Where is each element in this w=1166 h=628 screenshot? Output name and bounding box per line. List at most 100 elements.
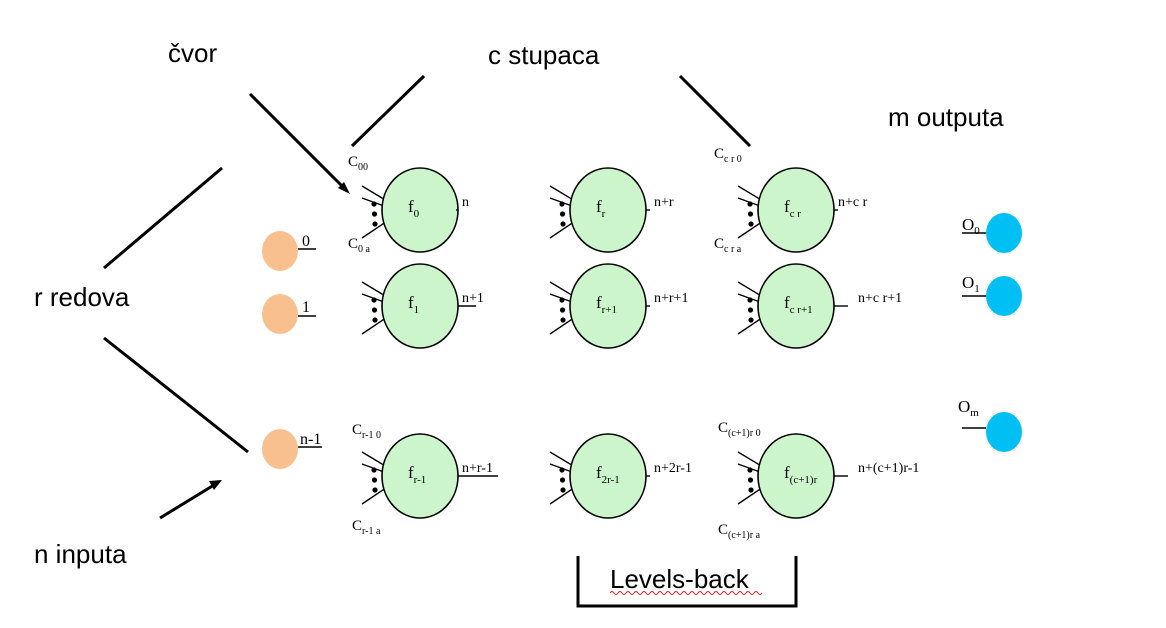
node-function-label: f1 (408, 293, 419, 316)
ellipsis-dot (371, 307, 378, 313)
output-label: O1 (962, 273, 980, 295)
input-wire (737, 281, 761, 296)
ellipsis-dot (560, 221, 566, 227)
node-output-label: n+r-1 (462, 461, 493, 476)
ellipsis-dot (559, 201, 565, 207)
input-label: n-1 (300, 431, 321, 448)
input-wire (549, 488, 573, 505)
input-wire (737, 488, 761, 505)
ellipsis-dot (559, 477, 566, 483)
pointer-rows-down (103, 336, 249, 454)
ellipsis-dot (747, 201, 753, 207)
ellipsis-dot (747, 467, 753, 473)
ellipsis-dot (559, 467, 565, 473)
pointer-inputs-arrowhead (209, 480, 222, 490)
input-wire (737, 318, 761, 335)
ellipsis-dot (748, 221, 754, 227)
input-wire (361, 488, 385, 505)
ellipsis-dot (747, 297, 753, 303)
input-node-0: 0 (262, 231, 316, 271)
node-output-label: n+1 (462, 291, 484, 306)
node-function-label: fr-1 (408, 463, 426, 486)
input-node-n-1: n-1 (262, 429, 322, 469)
input-wire (549, 281, 573, 296)
function-node: f2r-1n+2r-1 (549, 433, 692, 519)
input-label: 0 (302, 233, 310, 250)
conn-label-c00: C00 (348, 154, 368, 173)
node-function-label: fr (596, 197, 606, 220)
conn-label-ccra: Cc r a (714, 236, 742, 255)
output-label: Om (958, 397, 979, 419)
output-node-0: O0 (962, 213, 1022, 253)
label-outputs: m outputa (888, 102, 1004, 132)
output-circle (986, 213, 1022, 253)
input-wire (361, 318, 385, 335)
node-output-label: n+(c+1)r-1 (858, 461, 919, 476)
node-output-label: n+c r (838, 195, 868, 210)
input-wire (737, 185, 761, 200)
ellipsis-dot (371, 477, 378, 483)
node-function-label: f0 (408, 197, 420, 220)
ellipsis-dot (747, 307, 754, 313)
input-wire (549, 185, 573, 200)
levels-back-label: Levels-back (610, 564, 750, 594)
ellipsis-dot (559, 297, 565, 303)
conn-label-cr-1-0: Cr-1 0 (352, 422, 381, 441)
node-function-label: fc r+1 (784, 293, 813, 316)
label-inputs: n inputa (34, 539, 127, 569)
ellipsis-dot (747, 211, 754, 217)
output-label: O0 (962, 215, 980, 237)
input-circle (262, 294, 298, 334)
node-function-label: fr+1 (596, 293, 617, 316)
ellipsis-dot (560, 317, 566, 323)
input-node-1: 1 (262, 294, 316, 334)
input-circle (262, 231, 298, 271)
ellipsis-dot (748, 487, 754, 493)
output-circle (986, 276, 1022, 316)
function-node: fc r n+c r (737, 167, 868, 253)
ellipsis-dot (559, 307, 566, 313)
function-node: f0 n (361, 167, 469, 253)
input-wire (737, 451, 761, 466)
conn-label-c0a: C0 a (348, 236, 371, 255)
label-node: čvor (168, 38, 217, 68)
input-wire (549, 222, 573, 239)
pointer-columns-right (678, 74, 752, 148)
conn-label-ccr0: Cc r 0 (714, 146, 742, 165)
node-circle (381, 167, 459, 253)
bracket-line (576, 556, 798, 608)
ellipsis-dot (372, 221, 378, 227)
node-circle (569, 167, 647, 253)
ellipsis-dot (372, 487, 378, 493)
pointer-node-line (248, 92, 348, 192)
output-circle (986, 412, 1022, 452)
node-output-label: n (462, 195, 469, 210)
function-node: f1 n+1 (361, 263, 484, 349)
ellipsis-dot (747, 477, 754, 483)
pointer-columns-left (350, 74, 426, 148)
node-function-label: fc r (784, 197, 801, 220)
input-wire (737, 222, 761, 239)
node-circle (381, 263, 459, 349)
ellipsis-dot (371, 211, 378, 217)
node-output-label: n+r (654, 195, 674, 210)
ellipsis-dot (560, 487, 566, 493)
pointer-rows-up (103, 166, 223, 270)
input-wire (361, 185, 385, 200)
node-output-label: n+r+1 (654, 291, 688, 306)
spellcheck-underline (609, 591, 763, 595)
node-function-label: f2r-1 (596, 463, 620, 486)
function-node: fc r+1 n+c r+1 (737, 263, 902, 349)
output-node-1: O1 (962, 273, 1022, 316)
input-circle (262, 429, 298, 469)
ellipsis-dot (371, 201, 377, 207)
ellipsis-dot (372, 317, 378, 323)
ellipsis-dot (371, 297, 377, 303)
function-node: fr n+r (549, 167, 674, 253)
output-node-m: Om (958, 397, 1022, 452)
node-output-label: n+c r+1 (858, 291, 902, 306)
ellipsis-dot (371, 467, 377, 473)
function-node: f(c+1)rn+(c+1)r-1 (737, 433, 919, 519)
